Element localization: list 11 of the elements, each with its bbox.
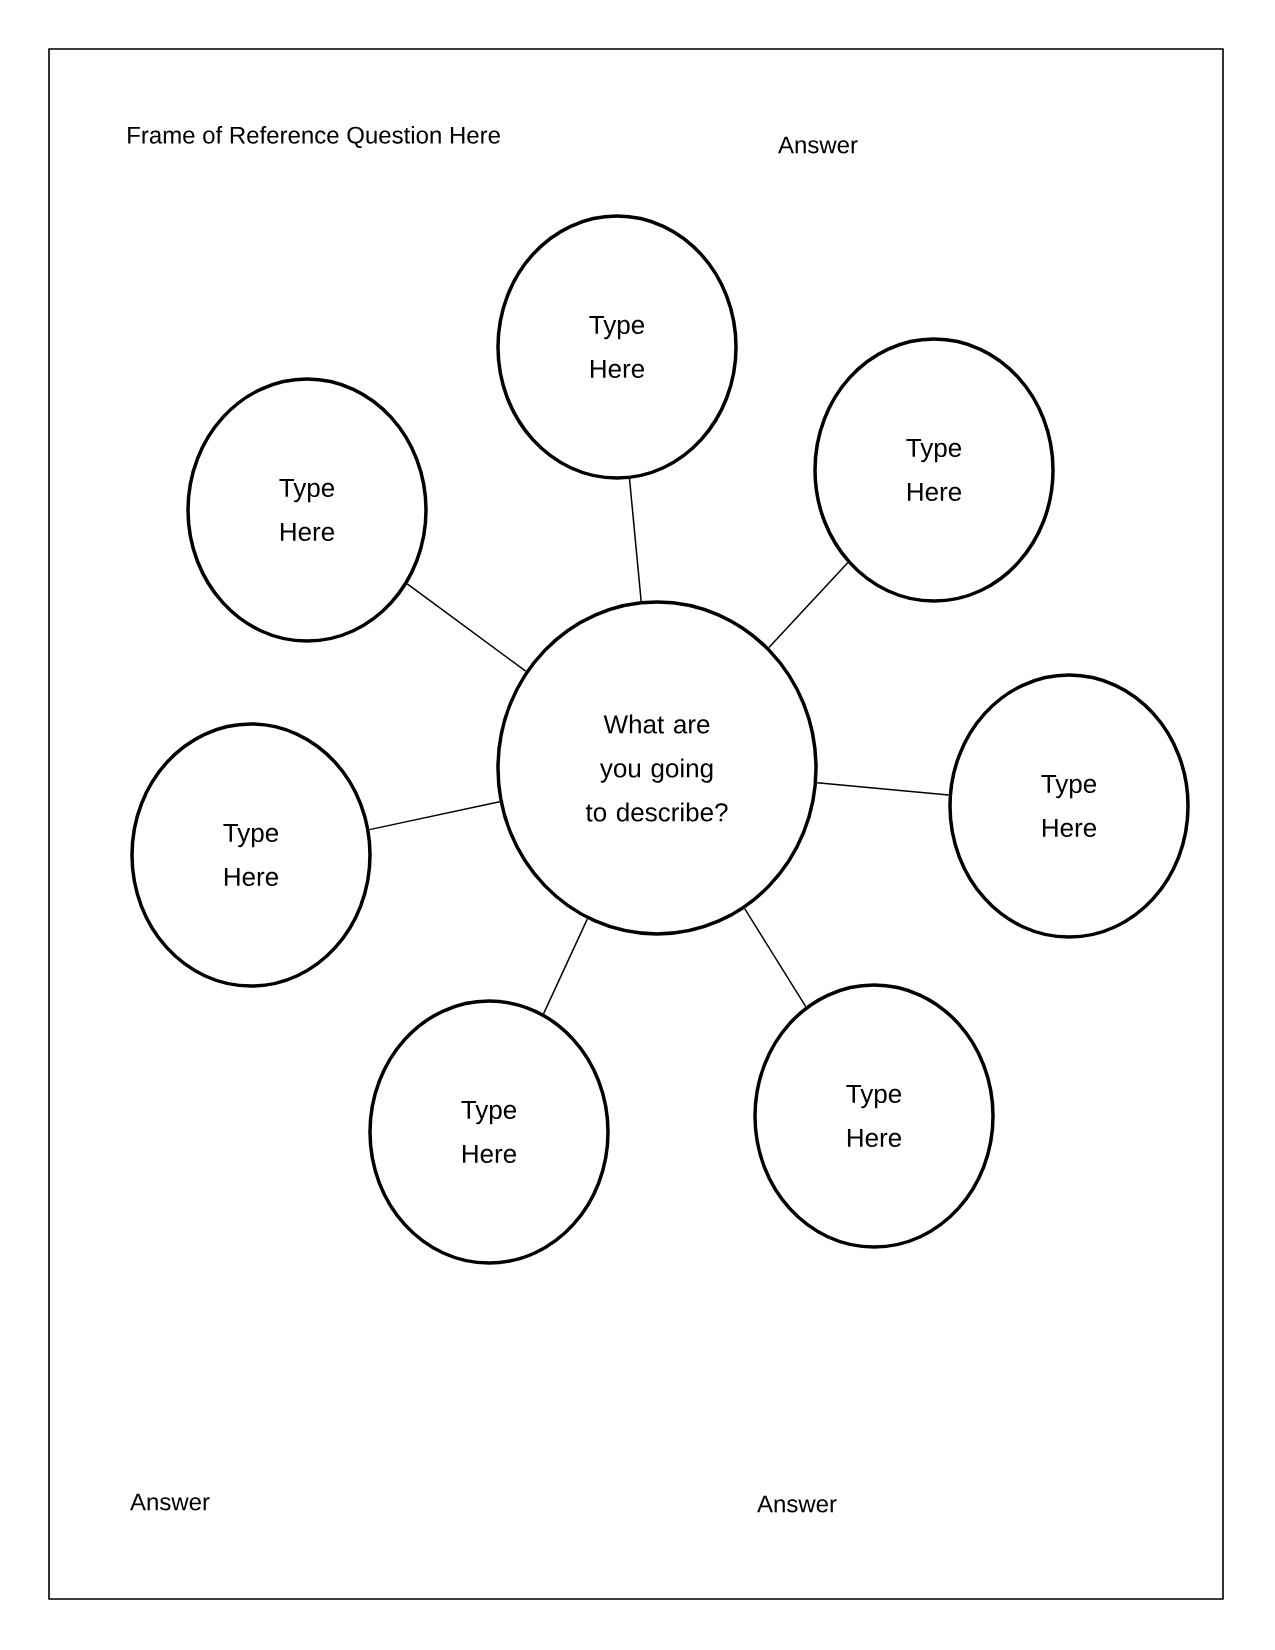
question-label: Frame of Reference Question Here [128, 126, 500, 148]
connector-line [406, 583, 527, 672]
connector-line [368, 801, 501, 831]
answer-label: Answer [778, 136, 858, 154]
answer-label: Answer [130, 1493, 210, 1511]
connector-line [628, 478, 642, 602]
connector-line [542, 918, 588, 1015]
answer-label: Answer [757, 1495, 837, 1513]
connector-line [743, 907, 807, 1008]
connector-line [816, 782, 950, 796]
connector-line [768, 562, 849, 649]
